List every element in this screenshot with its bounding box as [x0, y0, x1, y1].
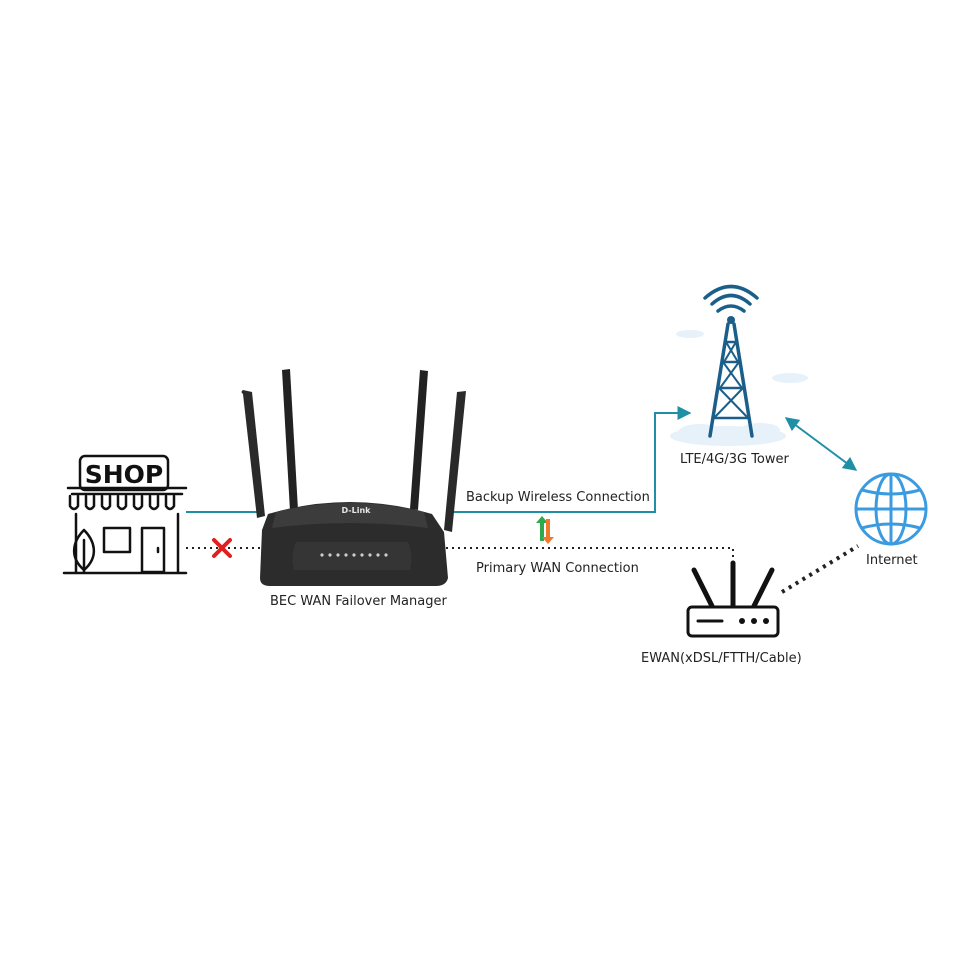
shop-sign-text: SHOP — [85, 460, 164, 489]
ewan-internet-link — [780, 544, 860, 594]
router-icon — [241, 369, 466, 586]
router-brand-logo: D-Link — [342, 506, 372, 515]
switchover-arrows-icon — [536, 516, 554, 544]
internet-label: Internet — [866, 553, 918, 568]
tower-internet-link — [784, 417, 858, 471]
backup-wireless-link — [446, 406, 692, 513]
cell-tower-icon — [703, 284, 759, 438]
ewan-label: EWAN(xDSL/FTTH/Cable) — [641, 651, 802, 666]
tower-label: LTE/4G/3G Tower — [680, 452, 789, 467]
shop-icon — [62, 454, 188, 575]
backup-connection-label: Backup Wireless Connection — [466, 490, 650, 505]
router-label: BEC WAN Failover Manager — [270, 594, 447, 609]
modem-icon — [686, 560, 780, 638]
globe-icon — [854, 472, 928, 546]
primary-connection-label: Primary WAN Connection — [476, 561, 639, 576]
failure-x-icon — [212, 538, 232, 558]
